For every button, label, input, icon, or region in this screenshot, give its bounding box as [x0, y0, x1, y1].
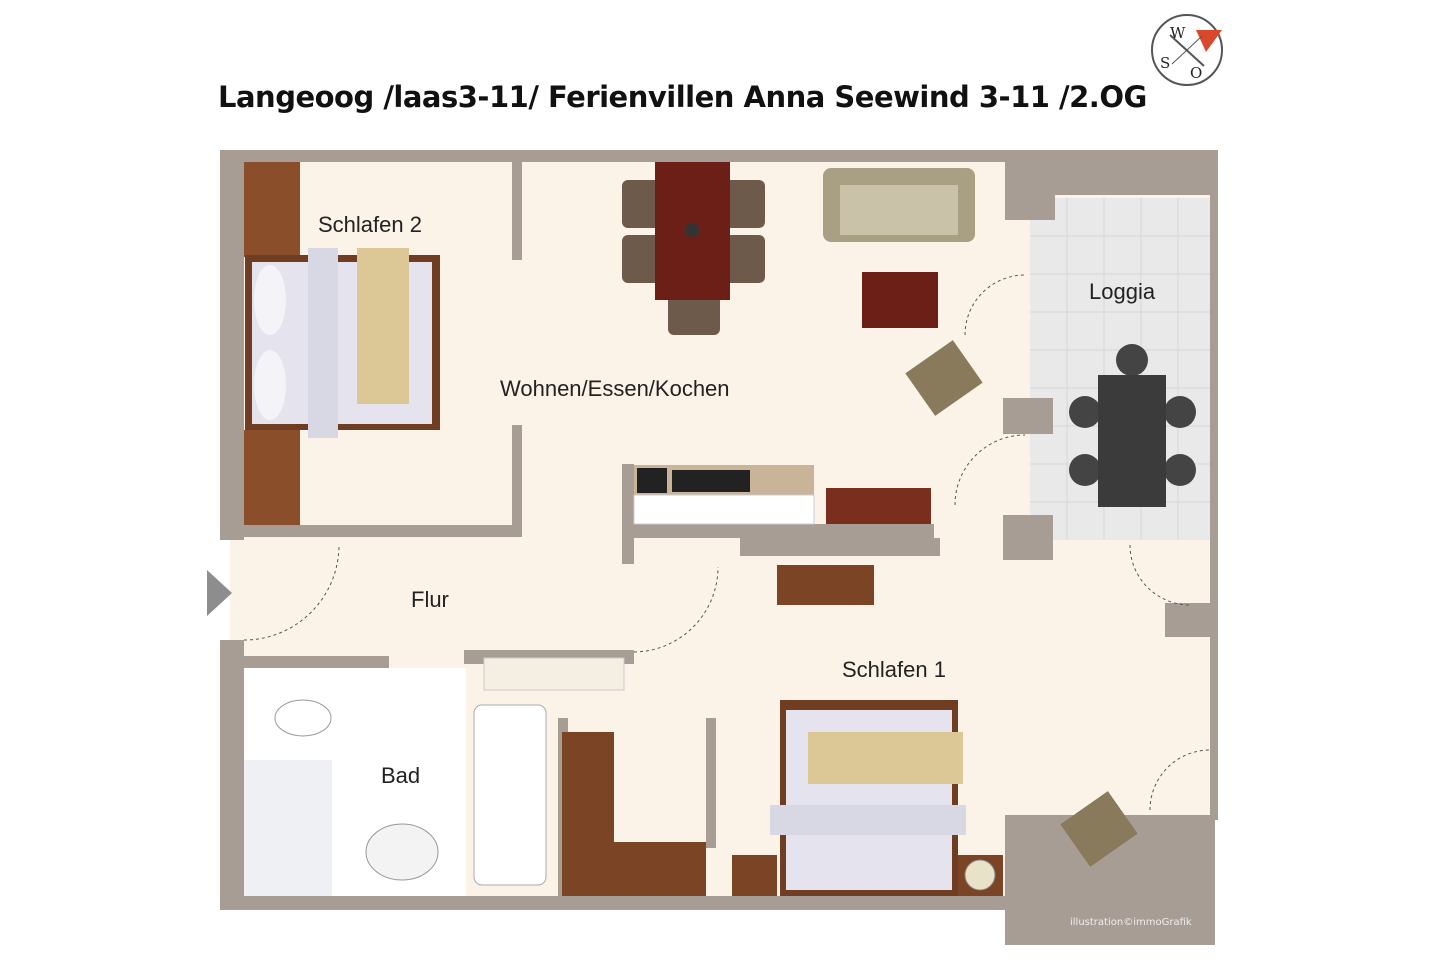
loggia-table: [1069, 344, 1196, 507]
watermark: illustration©immoGrafik: [1070, 917, 1192, 928]
bathroom: [244, 657, 625, 896]
armchair: [905, 340, 983, 416]
svg-text:O: O: [1190, 64, 1202, 82]
sofa: [823, 168, 975, 242]
room-label-wohnen: Wohnen/Essen/Kochen: [500, 376, 730, 401]
bed-schlafen-2: [245, 248, 440, 438]
bed-schlafen-1: [732, 700, 1003, 896]
entrance-arrow-icon: [207, 570, 232, 616]
kitchen-counter: [633, 465, 931, 525]
room-label-schlafen-2: Schlafen 2: [318, 212, 422, 237]
svg-text:S: S: [1160, 54, 1170, 72]
room-label-loggia: Loggia: [1089, 279, 1156, 304]
wardrobe-schlafen-1: [562, 732, 706, 896]
coffee-table: [862, 272, 938, 328]
svg-text:W: W: [1170, 24, 1186, 42]
room-label-bad: Bad: [381, 763, 420, 788]
floor-plan-title: Langeoog /laas3-11/ Ferienvillen Anna Se…: [218, 80, 1147, 114]
room-label-flur: Flur: [411, 587, 449, 612]
compass-icon: W S O: [1151, 14, 1223, 86]
armchair: [1060, 791, 1138, 867]
dining-table: [622, 162, 765, 335]
room-label-schlafen-1: Schlafen 1: [842, 657, 946, 682]
dresser: [777, 565, 874, 605]
walls: [220, 150, 1218, 945]
wardrobe-schlafen-2: [244, 162, 300, 525]
